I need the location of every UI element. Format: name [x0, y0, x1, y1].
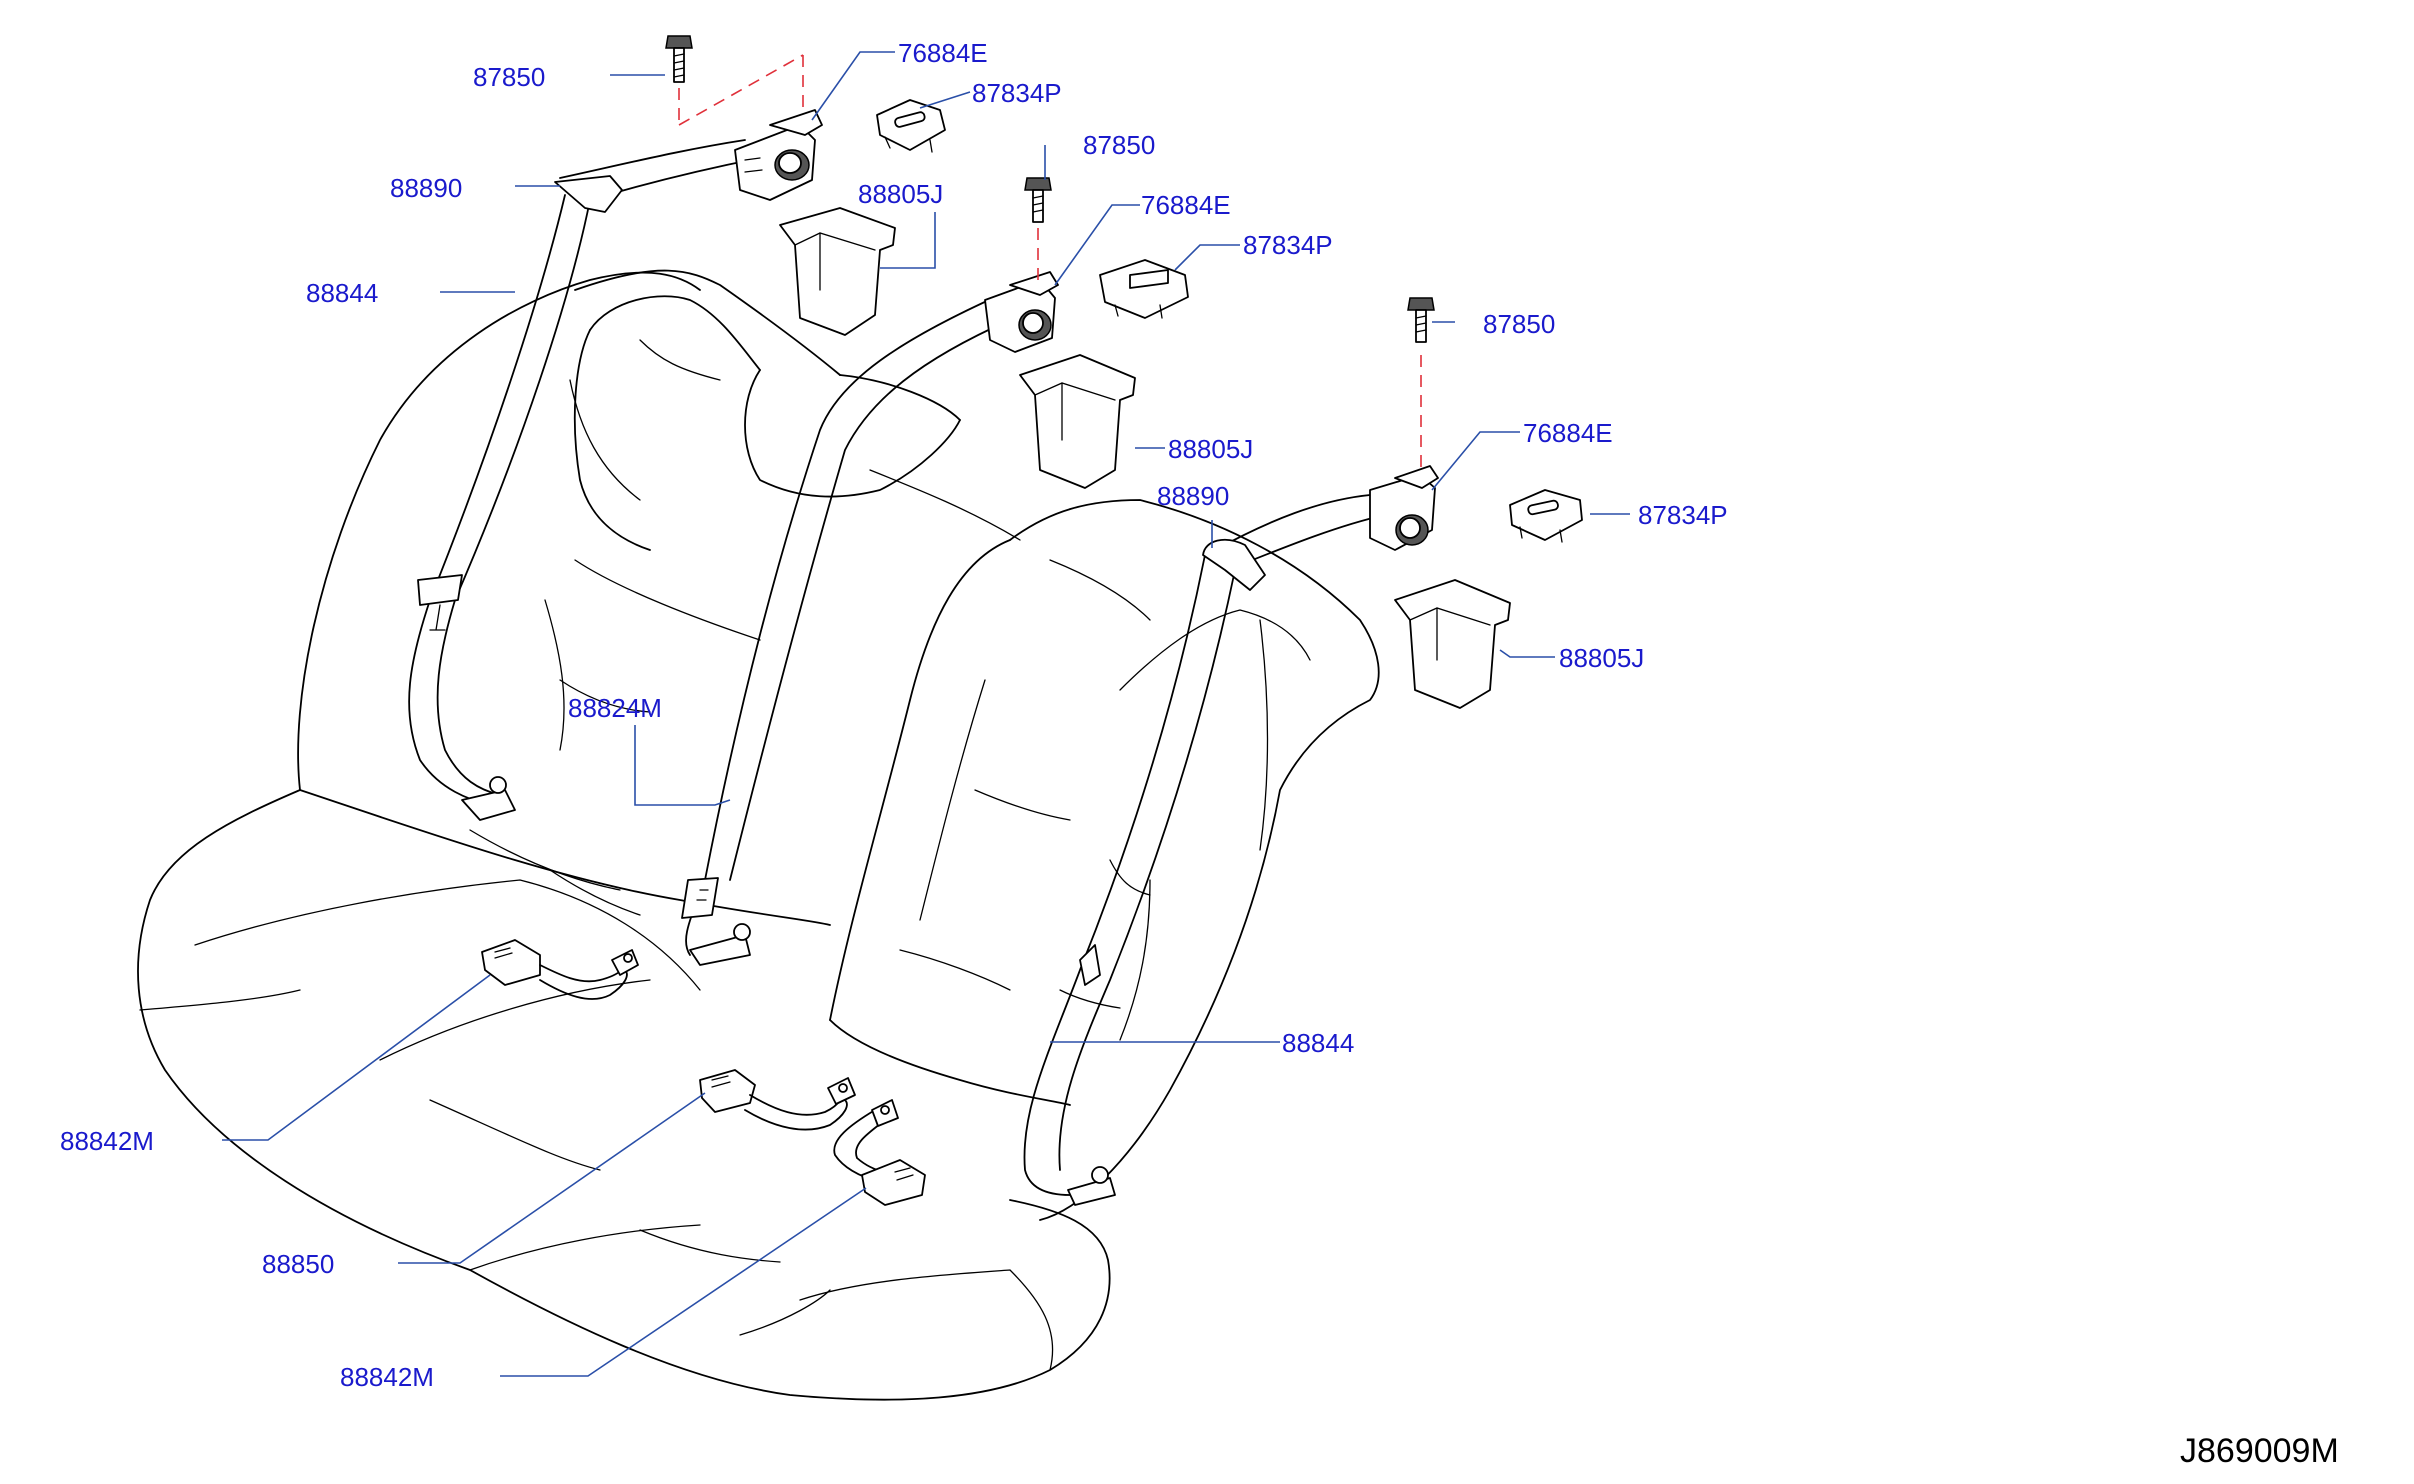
belt-webbing-left — [408, 194, 566, 806]
diagram-code: J869009M — [2180, 1432, 2339, 1470]
label-cup-center: 88805J — [1168, 434, 1253, 464]
label-buckle-center: 88850 — [262, 1249, 334, 1279]
label-retractor-bracket-center: 76884E — [1141, 190, 1231, 220]
rear-seat-outline — [137, 269, 1380, 1401]
tongue-center — [681, 877, 719, 919]
right-belt-assembly — [1023, 297, 1583, 1206]
label-buckle-left: 88842M — [60, 1126, 154, 1156]
belt-webbing-right — [1023, 554, 1206, 1196]
tongue-right — [1079, 944, 1101, 986]
anchor-center — [689, 934, 751, 966]
belt-webbing-center — [685, 294, 1001, 956]
label-cover-center: 87834P — [1243, 230, 1333, 260]
label-belt-right: 88844 — [1282, 1028, 1354, 1058]
buckle-right — [833, 1099, 926, 1206]
label-cup-left: 88805J — [858, 179, 943, 209]
cup-left — [779, 207, 896, 336]
label-buckle-right: 88842M — [340, 1362, 434, 1392]
bolt-icon-right — [1407, 297, 1435, 343]
label-cover-right: 87834P — [1638, 500, 1728, 530]
shoulder-webbing-left — [559, 139, 746, 179]
retractor-left — [734, 109, 823, 201]
label-bolt-center: 87850 — [1083, 130, 1155, 160]
bolt-icon-left — [665, 35, 693, 83]
cup-right — [1394, 579, 1511, 709]
anchor-left — [461, 789, 516, 821]
label-retractor-bracket-left: 76884E — [898, 38, 988, 68]
belt-guide-right — [1202, 538, 1266, 591]
label-bolt-right: 87850 — [1483, 309, 1555, 339]
anchor-right — [1067, 1177, 1116, 1206]
cover-left — [876, 99, 946, 153]
label-retractor-bracket-right: 76884E — [1523, 418, 1613, 448]
buckle-left — [481, 939, 639, 1000]
belt-guide-left — [554, 175, 623, 213]
label-belt-left: 88844 — [306, 278, 378, 308]
leader-lines — [222, 51, 1630, 1377]
bolt-icon-center — [1024, 177, 1052, 223]
cover-center — [1099, 259, 1189, 319]
cup-center — [1019, 354, 1136, 489]
label-guide-left: 88890 — [390, 173, 462, 203]
label-belt-center: 88824M — [568, 693, 662, 723]
left-belt-assembly — [408, 35, 946, 821]
retractor-right — [1369, 465, 1439, 551]
tongue-left — [417, 574, 463, 606]
label-bolt-left: 87850 — [473, 62, 545, 92]
cover-right — [1509, 489, 1583, 543]
label-guide-right: 88890 — [1157, 481, 1229, 511]
part-labels: 87850 76884E 87834P 88890 88805J 88844 8… — [60, 38, 1728, 1392]
retractor-center — [984, 271, 1059, 353]
buckle-center — [699, 1069, 856, 1131]
label-cup-right: 88805J — [1559, 643, 1644, 673]
center-belt-assembly — [681, 177, 1189, 966]
label-cover-left: 87834P — [972, 78, 1062, 108]
